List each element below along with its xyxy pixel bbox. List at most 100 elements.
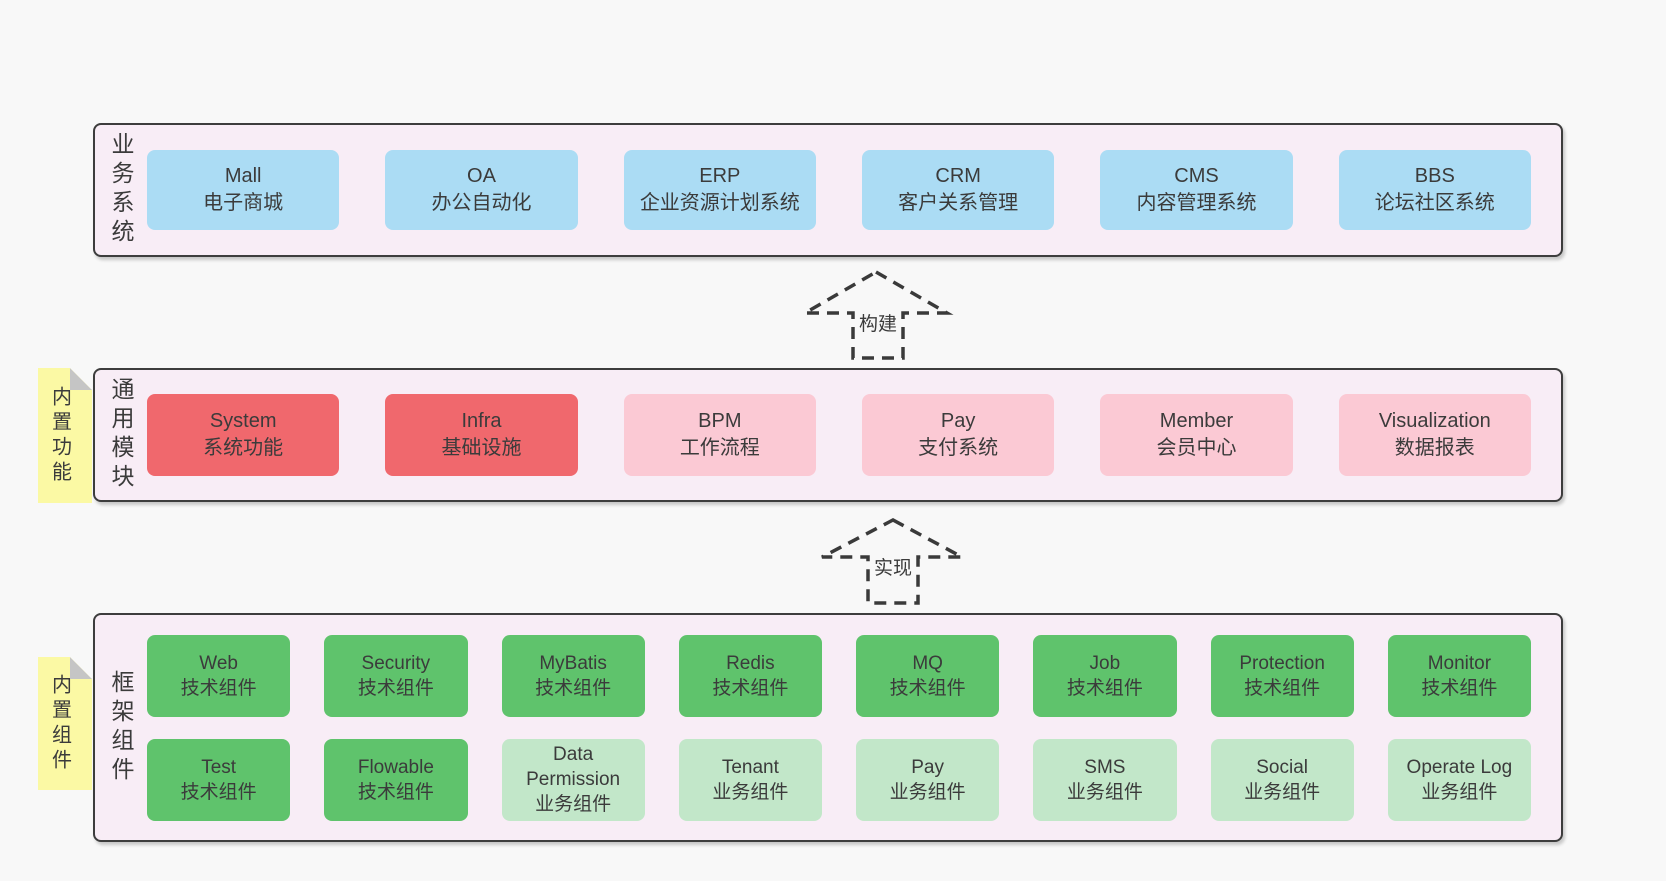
box-title: Operate Log <box>1406 756 1513 778</box>
box-subtitle: 业务组件 <box>1066 781 1143 803</box>
box-subtitle: 技术组件 <box>712 677 789 699</box>
box-title: Member <box>1159 410 1234 432</box>
diagram-box-pay-system: Pay 支付系统 <box>861 394 1055 476</box>
box-subtitle: 技术组件 <box>889 677 966 699</box>
diagram-box-bpm: BPM 工作流程 <box>623 394 816 476</box>
box-subtitle: 电子商城 <box>203 192 284 214</box>
diagram-box-protection: Protection 技术组件 <box>1210 634 1354 717</box>
layer-label: 框架组件 <box>108 669 134 786</box>
diagram-box-mybatis: MyBatis 技术组件 <box>501 634 645 717</box>
box-title: System <box>209 410 277 432</box>
box-subtitle: 论坛社区系统 <box>1374 192 1495 214</box>
diagram-box-redis: Redis 技术组件 <box>678 634 822 717</box>
box-title: BBS <box>1414 165 1455 187</box>
arrow-label: 实现 <box>874 557 912 579</box>
diagram-box-visualization: Visualization 数据报表 <box>1338 394 1531 476</box>
box-subtitle: 办公自动化 <box>431 192 532 214</box>
note-text: 内置组件 <box>48 673 71 774</box>
box-subtitle: 业务组件 <box>1244 781 1321 803</box>
box-subtitle: 数据报表 <box>1394 437 1475 459</box>
box-row: Mall 电子商城 OA 办公自动化 ERP 企业资源计划系统 CRM 客户关系… <box>147 150 1531 230</box>
box-subtitle: 技术组件 <box>180 677 257 699</box>
diagram-box-security: Security 技术组件 <box>324 634 468 717</box>
box-title: CMS <box>1174 165 1219 187</box>
note-fold-icon <box>70 368 92 390</box>
box-title: Data Permission <box>526 744 621 790</box>
diagram-box-test: Test 技术组件 <box>147 738 291 821</box>
box-title: Web <box>199 652 238 674</box>
diagram-box-member: Member 会员中心 <box>1100 394 1293 476</box>
box-subtitle: 客户关系管理 <box>898 192 1019 214</box>
box-title: Mall <box>224 165 262 187</box>
arrow-label: 构建 <box>859 313 897 335</box>
box-title: Infra <box>461 410 502 432</box>
box-title: Monitor <box>1427 652 1492 674</box>
box-subtitle: 企业资源计划系统 <box>639 192 800 214</box>
box-subtitle: 业务组件 <box>1421 781 1498 803</box>
box-title: ERP <box>699 165 741 187</box>
diagram-box-oa: OA 办公自动化 <box>385 150 578 230</box>
diagram-box-job: Job 技术组件 <box>1033 634 1177 717</box>
box-subtitle: 业务组件 <box>889 781 966 803</box>
box-subtitle: 基础设施 <box>441 437 522 459</box>
diagram-box-operate-log: Operate Log 业务组件 <box>1387 738 1531 821</box>
diagram-box-bbs: BBS 论坛社区系统 <box>1338 150 1531 230</box>
box-title: MyBatis <box>539 652 607 674</box>
layer-common-modules: 通用模块 System 系统功能 Infra 基础设施 BPM 工作流程 Pay… <box>93 368 1563 502</box>
box-title: Tenant <box>721 756 779 778</box>
diagram-box-flowable: Flowable 技术组件 <box>324 738 468 821</box>
box-subtitle: 业务组件 <box>712 781 789 803</box>
layer-label: 通用模块 <box>108 377 134 493</box>
diagram-box-sms: SMS 业务组件 <box>1033 738 1177 821</box>
box-title: Visualization <box>1378 410 1491 432</box>
layer-framework-components: 框架组件 Web 技术组件 Security 技术组件 MyBatis 技术组件… <box>93 613 1563 842</box>
diagram-box-crm: CRM 客户关系管理 <box>861 150 1055 230</box>
box-subtitle: 技术组件 <box>180 781 257 803</box>
box-subtitle: 技术组件 <box>535 677 612 699</box>
diagram-box-erp: ERP 企业资源计划系统 <box>623 150 816 230</box>
box-title: Pay <box>911 756 944 778</box>
note-fold-icon <box>70 657 92 679</box>
sticky-note-built-in-features: 内置功能 <box>38 368 92 503</box>
box-subtitle: 系统功能 <box>203 437 284 459</box>
box-subtitle: 技术组件 <box>1421 677 1498 699</box>
box-rows: Web 技术组件 Security 技术组件 MyBatis 技术组件 Redi… <box>147 634 1531 821</box>
box-title: CRM <box>935 165 981 187</box>
diagram-box-monitor: Monitor 技术组件 <box>1387 634 1531 717</box>
diagram-box-tenant: Tenant 业务组件 <box>678 738 822 821</box>
box-title: Security <box>361 652 431 674</box>
box-title: BPM <box>698 410 742 432</box>
box-row: Web 技术组件 Security 技术组件 MyBatis 技术组件 Redi… <box>147 634 1531 717</box>
box-subtitle: 技术组件 <box>1244 677 1321 699</box>
box-subtitle: 工作流程 <box>679 437 760 459</box>
box-subtitle: 技术组件 <box>1066 677 1143 699</box>
diagram-box-mq: MQ 技术组件 <box>856 634 1000 717</box>
implement-arrow: 实现 <box>821 518 963 605</box>
diagram-box-cms: CMS 内容管理系统 <box>1100 150 1293 230</box>
box-subtitle: 业务组件 <box>535 794 612 815</box>
box-row: Test 技术组件 Flowable 技术组件 Data Permission … <box>147 738 1531 821</box>
layer-business-systems: 业务系统 Mall 电子商城 OA 办公自动化 ERP 企业资源计划系统 CRM… <box>93 123 1563 257</box>
diagram-box-social: Social 业务组件 <box>1210 738 1354 821</box>
box-title: Social <box>1256 756 1308 778</box>
diagram-box-system: System 系统功能 <box>147 394 340 476</box>
box-title: OA <box>467 165 496 187</box>
note-text: 内置功能 <box>48 385 71 486</box>
sticky-note-built-in-components: 内置组件 <box>38 657 92 790</box>
arrow-shape <box>821 518 963 605</box>
diagram-box-infra: Infra 基础设施 <box>385 394 578 476</box>
box-subtitle: 技术组件 <box>357 677 434 699</box>
box-subtitle: 会员中心 <box>1156 437 1237 459</box>
box-title: Flowable <box>357 756 434 778</box>
box-title: Protection <box>1239 652 1325 674</box>
build-arrow: 构建 <box>798 269 954 360</box>
box-subtitle: 内容管理系统 <box>1136 192 1257 214</box>
diagram-box-pay-component: Pay 业务组件 <box>856 738 1000 821</box>
box-title: MQ <box>912 652 943 674</box>
box-title: Job <box>1089 652 1121 674</box>
diagram-box-mall: Mall 电子商城 <box>147 150 340 230</box>
box-title: Redis <box>726 652 775 674</box>
box-subtitle: 支付系统 <box>918 437 999 459</box>
layer-label: 业务系统 <box>108 132 134 248</box>
